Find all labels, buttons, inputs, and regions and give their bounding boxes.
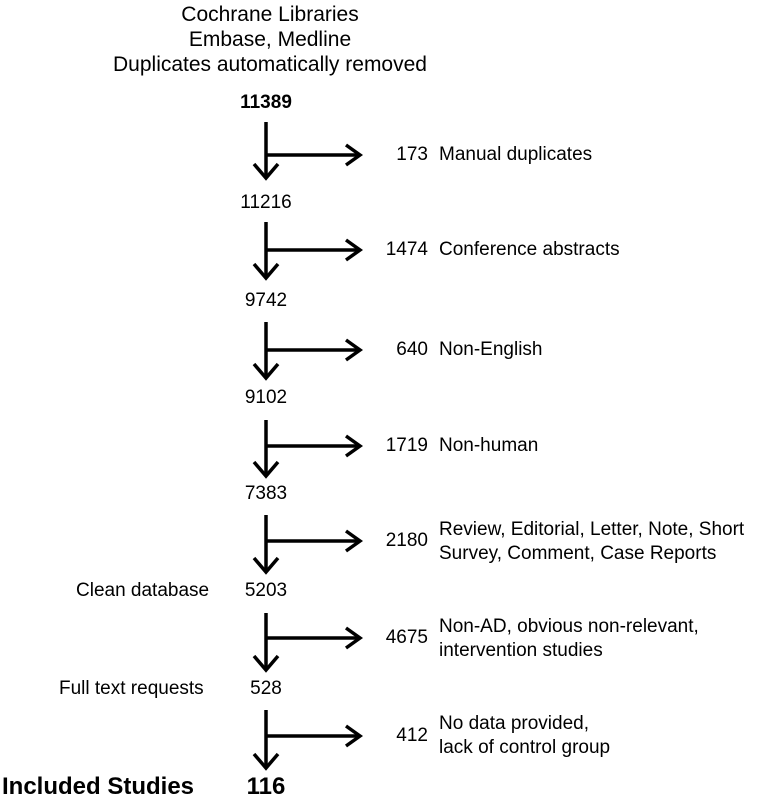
stage-count: 9102	[244, 387, 288, 408]
header-line-databases: Embase, Medline	[188, 28, 352, 51]
exclusion-count: 173	[396, 144, 428, 165]
source-databases-header: Cochrane Libraries Embase, Medline Dupli…	[0, 2, 540, 77]
exclusion-arrow-head-7	[344, 724, 364, 748]
down-arrow-head-1	[252, 162, 280, 181]
stage-count-clean-database: 5203	[244, 580, 288, 601]
exclusion-count: 640	[396, 339, 428, 360]
exclusion-arrow-head-6	[344, 626, 364, 650]
stage-count: 7383	[244, 483, 288, 504]
stage-count-initial: 11389	[240, 92, 292, 113]
stage-count: 11216	[240, 192, 292, 213]
down-arrow-head-5	[252, 556, 280, 575]
down-arrow-head-4	[252, 460, 280, 479]
flow-step-3-arrows	[252, 322, 364, 381]
stage-count-included: 116	[246, 773, 286, 800]
exclusion-count: 4675	[385, 627, 428, 648]
down-arrow-head-2	[252, 262, 280, 281]
exclusion-arrow-head-1	[344, 143, 364, 167]
stage-label-included: Included Studies	[2, 773, 195, 800]
down-arrow-head-7	[252, 752, 280, 771]
exclusion-reason-line-2: Survey, Comment, Case Reports	[439, 543, 717, 564]
exclusion-count: 412	[396, 725, 428, 746]
exclusion-reason-line-1: Non-AD, obvious non-relevant,	[439, 616, 699, 637]
exclusion-reason-line-1: No data provided,	[439, 713, 589, 734]
exclusion-arrow-head-5	[344, 529, 364, 553]
header-line-sources: Cochrane Libraries	[181, 3, 359, 26]
exclusion-arrow-head-2	[344, 238, 364, 262]
flow-step-2-arrows	[252, 222, 364, 281]
flow-step-7-arrows	[252, 710, 364, 771]
stage-label-clean-database: Clean database	[76, 580, 210, 601]
stage-label-full-text: Full text requests	[59, 678, 204, 699]
down-arrow-head-6	[252, 654, 280, 673]
stage-count: 9742	[244, 290, 288, 311]
exclusion-reason: Non-English	[439, 339, 543, 360]
flow-step-6-arrows	[252, 613, 364, 673]
header-line-duplicates: Duplicates automatically removed	[113, 53, 427, 76]
flow-step-1-arrows	[252, 122, 364, 181]
exclusion-reason: Manual duplicates	[439, 144, 593, 165]
exclusion-reason: Non-human	[439, 435, 539, 456]
exclusion-count: 2180	[385, 530, 428, 551]
down-arrow-head-3	[252, 362, 280, 381]
flow-step-5-arrows	[252, 515, 364, 575]
stage-count-full-text: 528	[250, 678, 282, 699]
exclusion-count: 1719	[385, 435, 428, 456]
exclusion-arrow-head-3	[344, 338, 364, 362]
exclusion-arrow-head-4	[344, 434, 364, 458]
exclusion-reason: Conference abstracts	[439, 239, 620, 260]
exclusion-reason-line-2: intervention studies	[439, 640, 603, 661]
flow-step-4-arrows	[252, 420, 364, 479]
exclusion-reason-line-1: Review, Editorial, Letter, Note, Short	[439, 519, 745, 540]
exclusion-reason-line-2: lack of control group	[439, 737, 611, 758]
exclusion-count: 1474	[385, 239, 428, 260]
